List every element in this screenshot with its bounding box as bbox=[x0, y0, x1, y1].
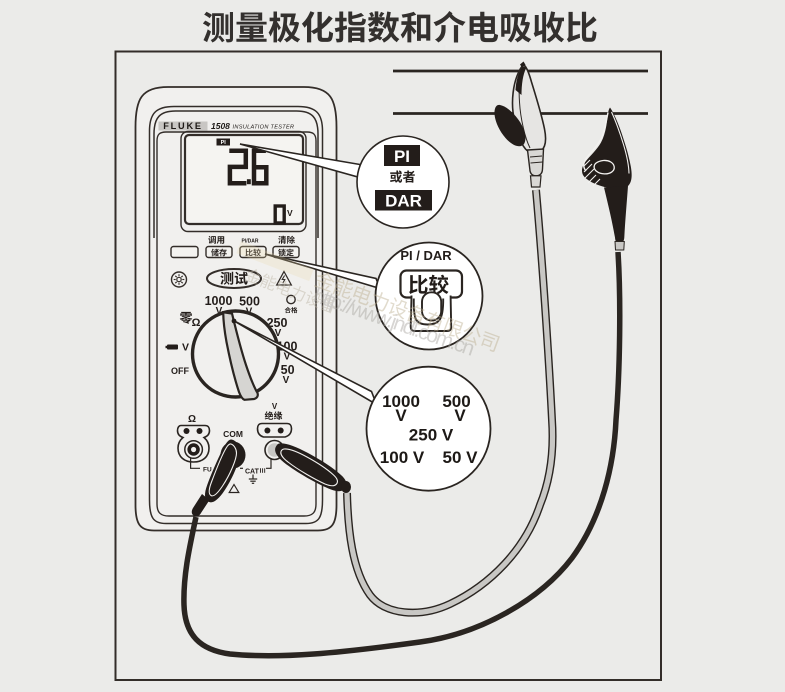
svg-text:V: V bbox=[454, 406, 466, 425]
svg-text:V: V bbox=[275, 328, 282, 339]
svg-text:INSULATION TESTER: INSULATION TESTER bbox=[233, 125, 295, 131]
svg-text:Ω: Ω bbox=[192, 317, 201, 329]
svg-text:PI/DAR: PI/DAR bbox=[242, 239, 259, 245]
svg-text:PI: PI bbox=[221, 140, 227, 146]
svg-text:PI: PI bbox=[394, 147, 410, 166]
svg-text:PI / DAR: PI / DAR bbox=[400, 248, 452, 263]
svg-text:COM: COM bbox=[223, 429, 243, 439]
svg-text:V: V bbox=[216, 306, 223, 317]
svg-text:250: 250 bbox=[267, 316, 288, 330]
svg-text:50 V: 50 V bbox=[443, 448, 479, 467]
svg-text:FU: FU bbox=[203, 467, 212, 474]
svg-text:1508: 1508 bbox=[211, 121, 230, 131]
svg-text:1000: 1000 bbox=[382, 392, 420, 411]
svg-text:FLUKE: FLUKE bbox=[163, 121, 203, 131]
svg-text:OFF: OFF bbox=[171, 366, 189, 376]
svg-text:50: 50 bbox=[281, 363, 295, 377]
svg-text:V: V bbox=[283, 375, 290, 386]
svg-text:100 V: 100 V bbox=[380, 448, 425, 467]
svg-text:V: V bbox=[287, 208, 293, 218]
svg-text:500: 500 bbox=[442, 392, 470, 411]
svg-text:V: V bbox=[272, 402, 278, 411]
svg-text:V: V bbox=[284, 352, 291, 363]
svg-text:500: 500 bbox=[239, 295, 260, 309]
svg-text:DAR: DAR bbox=[385, 192, 422, 211]
svg-text:V: V bbox=[182, 342, 189, 354]
svg-text:Ω: Ω bbox=[188, 414, 196, 425]
svg-text:1000: 1000 bbox=[205, 294, 233, 308]
svg-text:V: V bbox=[395, 406, 407, 425]
svg-text:CAT: CAT bbox=[245, 469, 260, 476]
svg-text:250 V: 250 V bbox=[409, 426, 454, 445]
